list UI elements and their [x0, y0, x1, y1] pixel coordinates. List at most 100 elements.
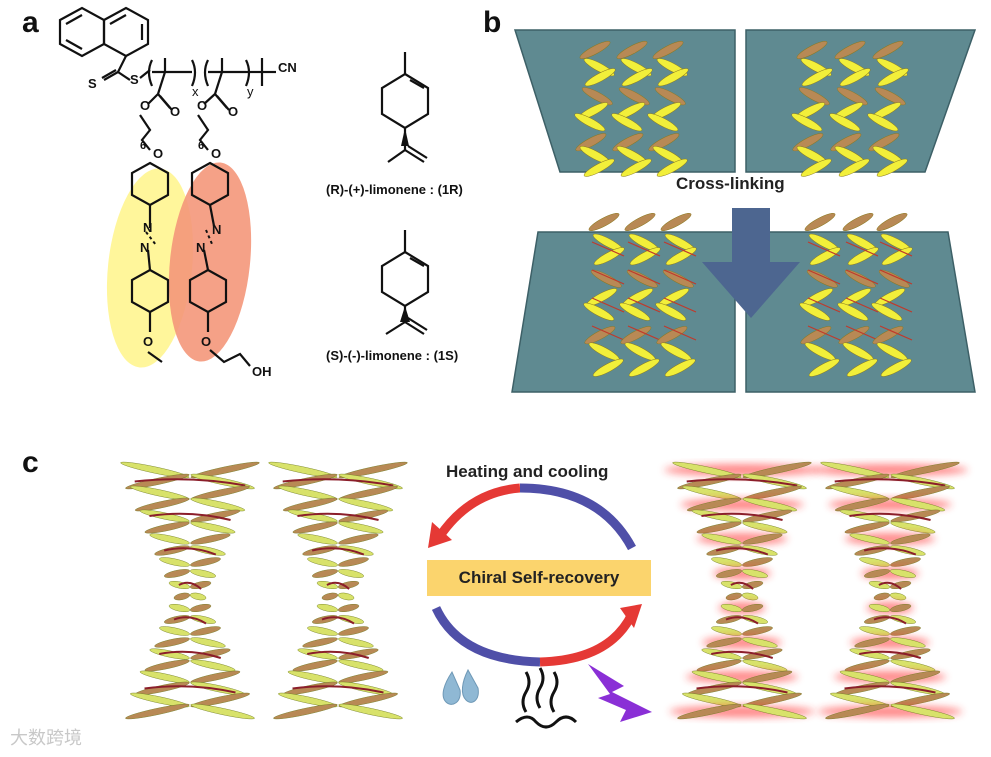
lc-rod [677, 703, 742, 720]
panel-letter-a: a [22, 6, 39, 39]
lc-rod [125, 703, 190, 720]
oxygen-atom-1: O [140, 98, 151, 113]
oxygen-atom-6: O [211, 146, 222, 161]
panel-letter-b: b [483, 6, 502, 39]
lc-mesogen [656, 326, 688, 345]
lc-rod [190, 626, 221, 636]
lc-mesogen [647, 113, 679, 132]
lc-rod [890, 703, 955, 720]
lc-mesogen [656, 158, 688, 177]
crosslinking-arrow [702, 208, 800, 318]
lc-rod [130, 692, 190, 708]
lc-rod [890, 670, 941, 684]
lc-rod [338, 603, 360, 613]
crosslink-bond [663, 241, 697, 257]
lc-mesogen [660, 213, 692, 231]
lc-rod [190, 659, 236, 672]
lc-rod [716, 569, 742, 578]
nitrogen-atom-4: N [196, 240, 206, 255]
nitrile-group: CN [278, 60, 297, 75]
lc-rod [338, 626, 369, 636]
lc-rod [825, 703, 890, 720]
lc-rod [282, 497, 338, 512]
lc-mesogen [874, 87, 906, 106]
lc-rod [890, 615, 916, 624]
lc-rod [691, 509, 742, 523]
lc-rod [338, 703, 403, 720]
lc-mesogen [584, 326, 616, 345]
lc-rod [190, 545, 226, 556]
lc-rod [742, 521, 788, 534]
oxygen-atom-methoxy: O [143, 334, 154, 349]
lc-mesogen [583, 158, 615, 177]
lc-mesogen [626, 269, 658, 288]
lc-mesogen [799, 302, 831, 321]
s-limonene-label: (S)-(-)-limonene : (1S) [326, 348, 459, 363]
crosslink-bond [591, 269, 625, 285]
lc-rod [190, 461, 260, 479]
lc-mesogen [800, 158, 832, 177]
oxygen-atom-ethoxy: O [201, 334, 212, 349]
polymer-strand [696, 685, 788, 694]
crosslinking-label: Cross-linking [676, 174, 785, 193]
lc-mesogen [839, 68, 871, 87]
lc-rod [849, 533, 890, 545]
hydroxyl-group: OH [252, 364, 272, 379]
crosslink-bond [591, 297, 625, 313]
crosslink-bond [807, 269, 841, 285]
lc-rod [292, 521, 338, 534]
lc-rod [691, 670, 742, 684]
crosslink-bond [627, 269, 661, 285]
lc-rod [844, 659, 890, 672]
lc-mesogen [872, 41, 904, 59]
polymer-strand [326, 581, 350, 590]
lc-rod [338, 670, 389, 684]
polymer-strand [307, 650, 370, 659]
lc-rod [159, 557, 190, 567]
oxygen-atom-2: O [170, 104, 181, 119]
panel-letter-c: c [22, 446, 39, 479]
crosslink-bond [845, 297, 879, 313]
lc-mesogen [593, 247, 625, 266]
lc-mesogen [655, 302, 687, 321]
lc-rod [312, 569, 338, 578]
lc-mesogen [838, 158, 870, 177]
lc-rod [273, 473, 338, 490]
lc-mesogen [628, 358, 660, 377]
lc-rod [190, 615, 216, 624]
polymer-strand [859, 650, 922, 659]
crosslink-bond [879, 297, 913, 313]
lc-rod [149, 648, 190, 660]
lc-rod [144, 521, 190, 534]
nitrogen-atom-2: N [140, 240, 150, 255]
lc-mesogen [878, 269, 910, 288]
lc-rod [292, 659, 338, 672]
lc-mesogen [654, 87, 686, 106]
polymer-strand [701, 512, 783, 521]
lc-rod [854, 545, 890, 556]
lc-rod [302, 545, 338, 556]
lc-rod [742, 603, 764, 613]
lc-mesogen [880, 358, 912, 377]
lc-rod [173, 592, 191, 601]
lc-rod [742, 659, 788, 672]
lc-rod [701, 648, 742, 660]
lc-mesogen [665, 247, 697, 266]
crosslink-bond [627, 297, 661, 313]
lc-mesogen [619, 302, 651, 321]
oxygen-atom-4: O [228, 104, 239, 119]
lc-rod [268, 461, 338, 479]
lc-rod [159, 626, 190, 636]
polymer-strand [715, 547, 769, 556]
polymer-strand [297, 512, 379, 521]
lc-rod [144, 659, 190, 672]
lc-mesogen [844, 269, 876, 288]
lc-rod [859, 626, 890, 636]
lc-mesogen [804, 213, 836, 231]
lc-rod [889, 592, 907, 601]
lc-rod [139, 670, 190, 684]
lc-rod [890, 521, 936, 534]
lc-rod [890, 557, 921, 567]
